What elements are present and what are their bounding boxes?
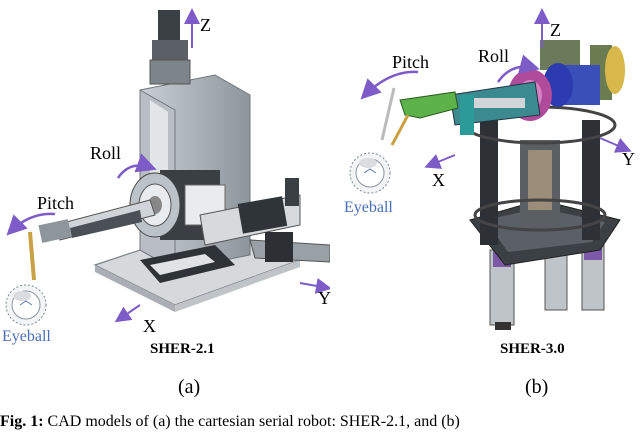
caption-text: CAD models of (a) the cartesian serial r… [43,413,460,430]
roll-arrow [116,153,157,179]
x-axis-label: X [432,170,445,190]
eyeball-icon [349,152,391,194]
caption-prefix: Fig. 1: [0,413,44,430]
robot-name-b: SHER-3.0 [500,341,565,357]
pitch-label: Pitch [37,193,75,213]
figure-caption: Fig. 1: CAD models of (a) the cartesian … [0,413,640,431]
roll-label: Roll [478,46,510,66]
figure-panel-a: Z Roll Pitch Y X Eyeball SHER-2.1 (a) [0,0,332,410]
y-axis-label: Y [318,288,331,308]
y-arrow [299,278,332,294]
eyeball-icon [5,284,47,326]
z-axis-label: Z [200,15,211,35]
x-arrow [114,304,141,323]
pitch-label: Pitch [392,52,430,72]
subfigure-label-b: (b) [525,376,549,398]
y-arrow [599,137,632,153]
roll-arrow [496,54,540,83]
z-axis-label: Z [550,20,561,40]
eyeball-label: Eyeball [344,199,393,216]
x-arrow [424,154,456,169]
figure-panel-b: Z Roll Pitch Y X Eyeball SHER-3.0 (b) [330,0,640,410]
robot-name-a: SHER-2.1 [150,341,215,357]
x-axis-label: X [143,316,156,336]
y-axis-label: Y [622,149,635,169]
pitch-arrow [360,70,419,100]
pitch-arrow [6,212,56,236]
roll-label: Roll [90,143,122,163]
sher-2-1-render [5,8,332,326]
eyeball-label: Eyeball [2,328,51,345]
sher-3-0-render [349,8,632,330]
subfigure-label-a: (a) [178,376,201,398]
